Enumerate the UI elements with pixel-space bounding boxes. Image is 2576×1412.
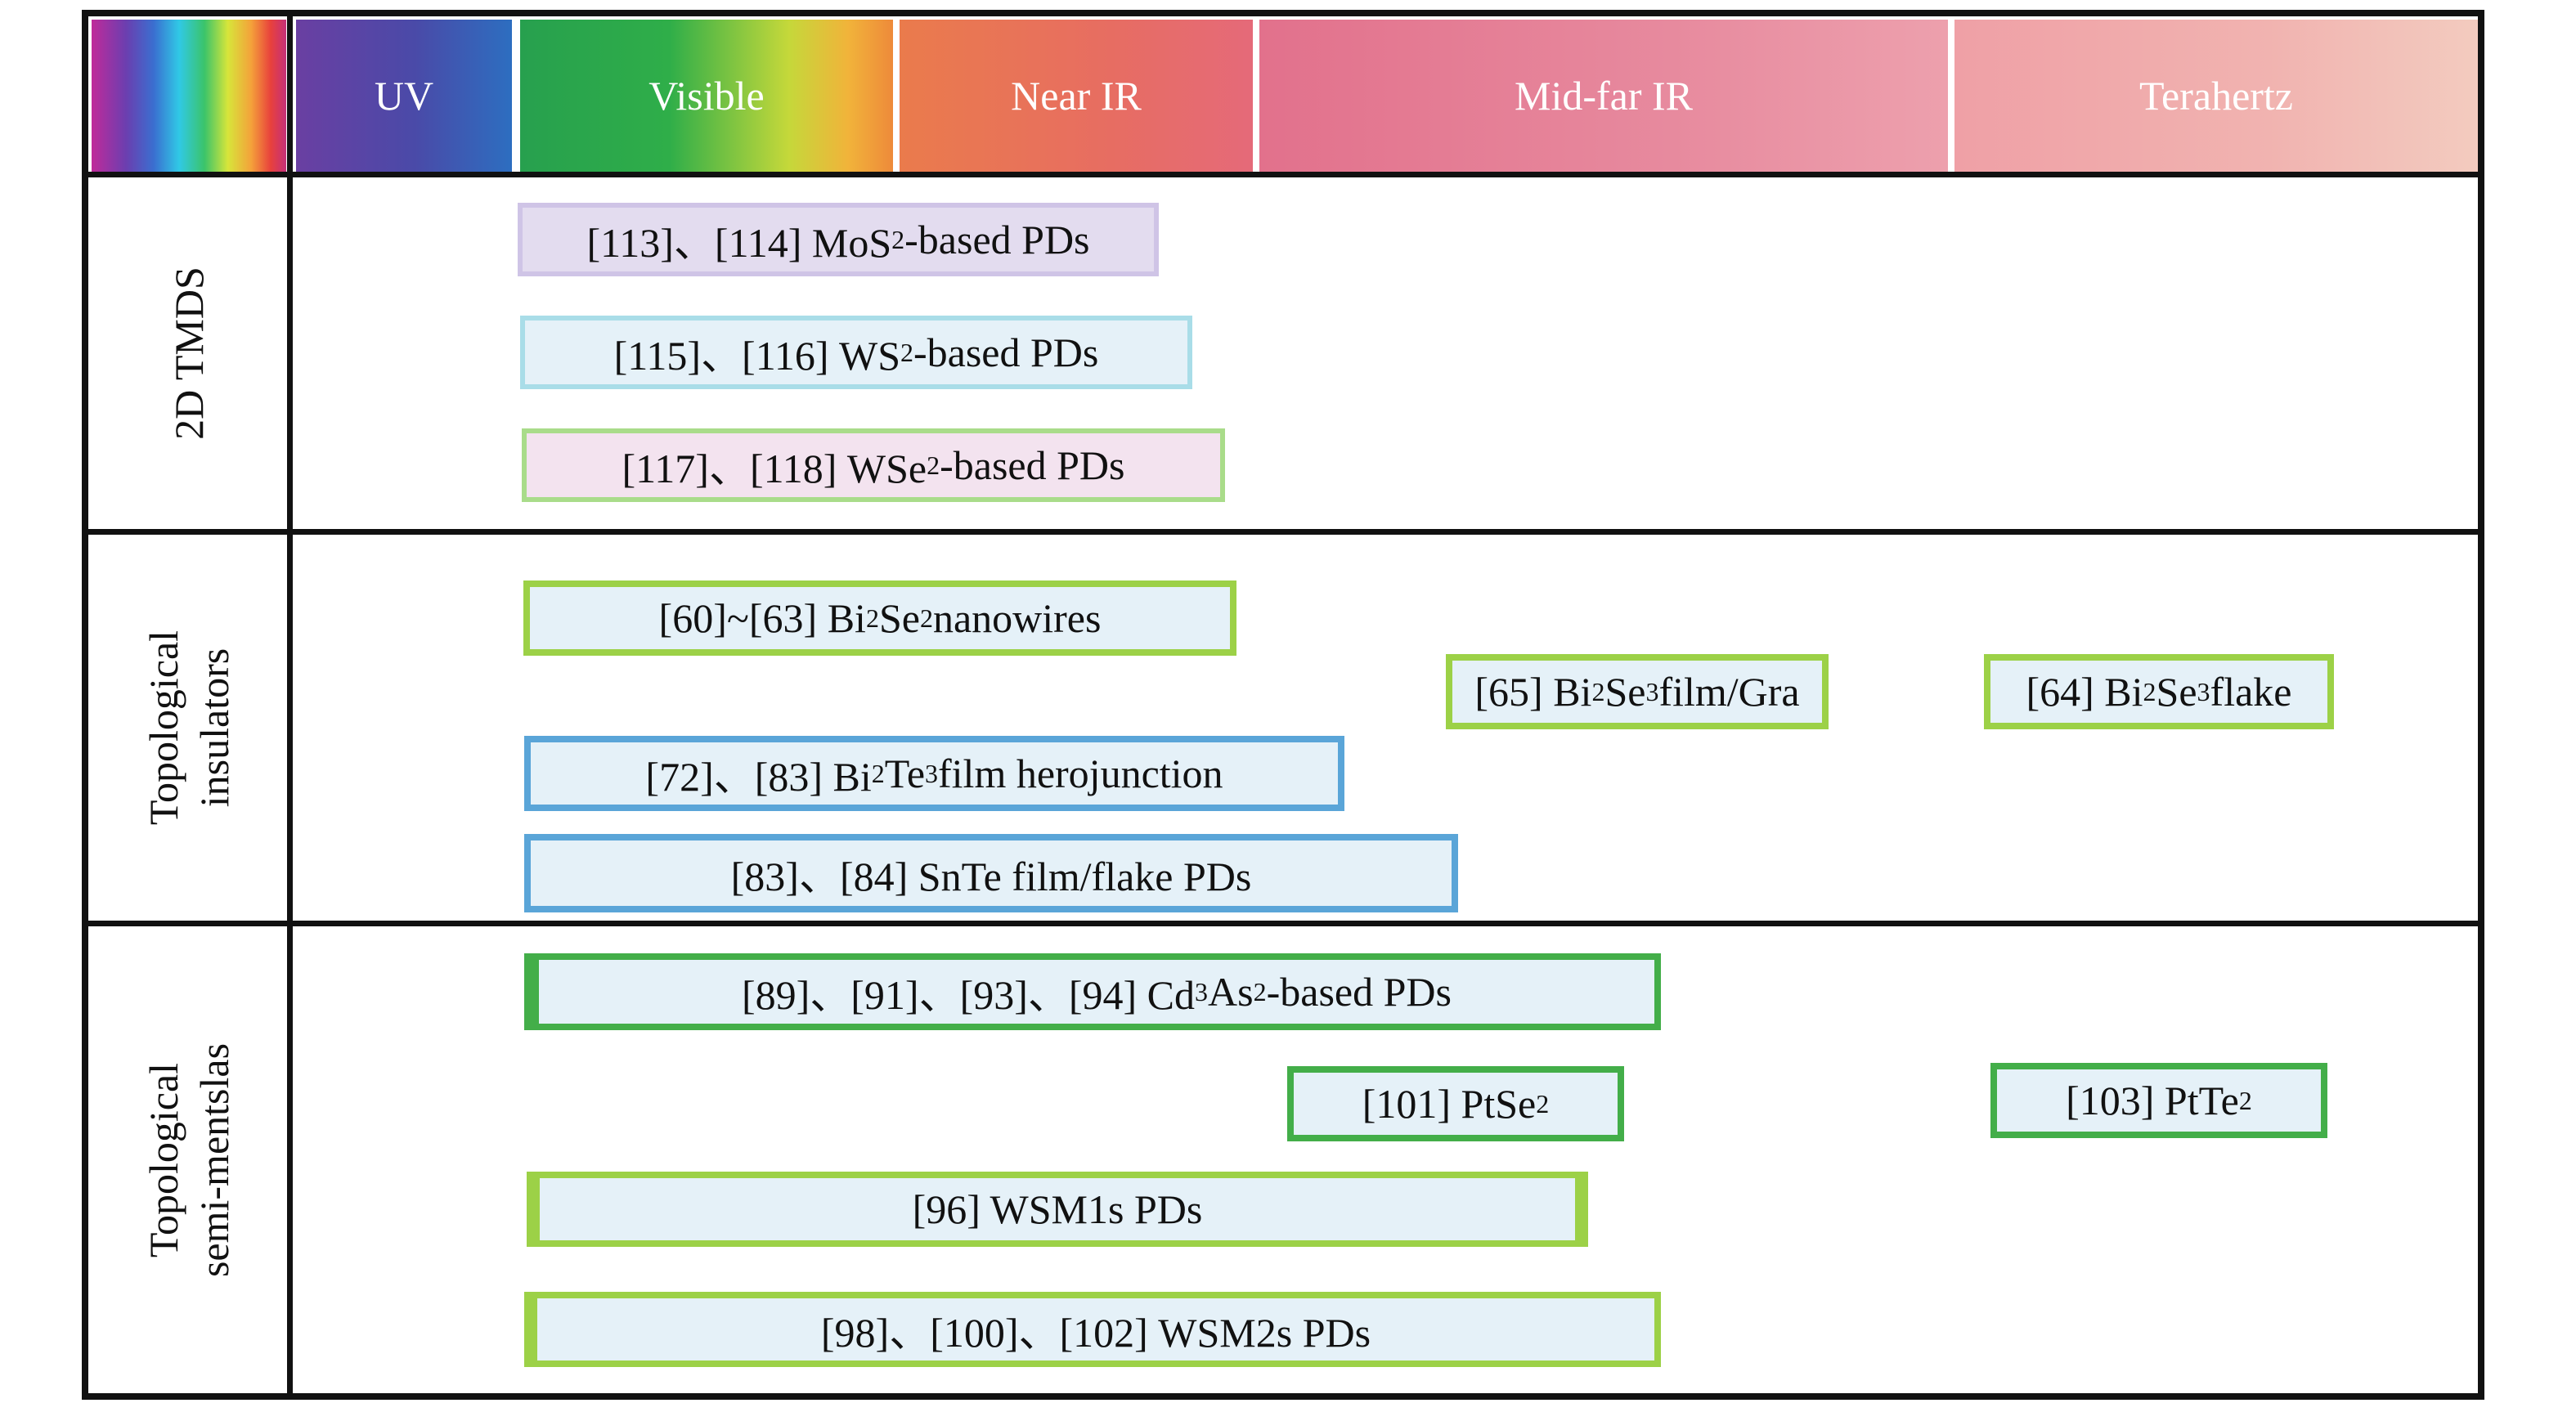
box-wsm1s-pds: [96] WSM1s PDs — [527, 1172, 1588, 1247]
header-divider — [88, 172, 2478, 177]
row-divider-2 — [88, 921, 2478, 926]
band-near-ir: Near IR — [900, 20, 1253, 172]
box-wsm2s-pds: [98]、[100]、[102] WSM2s PDs — [524, 1292, 1661, 1367]
band-visible: Visible — [520, 20, 893, 172]
label-column-divider — [287, 16, 293, 1393]
band-terahertz: Terahertz — [1954, 20, 2478, 172]
row-label-2d-tmds: 2D TMDS — [166, 267, 212, 440]
row-divider-1 — [88, 529, 2478, 535]
band-uv: UV — [296, 20, 512, 172]
spectrum-swatch — [92, 20, 286, 172]
diagram-frame: UV Visible Near IR Mid-far IR Terahertz … — [82, 10, 2484, 1400]
box-snte-film-flake-pds: [83]、[84] SnTe film/flake PDs — [524, 834, 1458, 912]
band-mid-far-ir: Mid-far IR — [1259, 20, 1948, 172]
